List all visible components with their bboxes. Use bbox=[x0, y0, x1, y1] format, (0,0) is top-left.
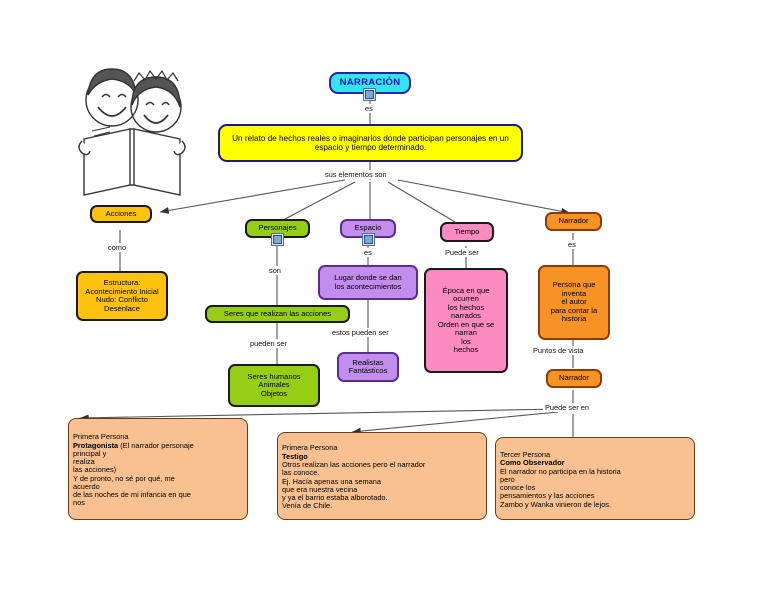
node-epoca-line-2: ocurren bbox=[453, 294, 479, 303]
testigo-line-4: las conoce. bbox=[282, 468, 320, 478]
node-estructura-line-1: Estructura: bbox=[103, 278, 141, 287]
protagonista-line-5: las acciones) bbox=[73, 465, 117, 475]
testigo-line-1: Primera Persona bbox=[282, 443, 338, 453]
node-estructura-line-2: Acontecimiento Inicial bbox=[85, 286, 159, 296]
protagonista-line-8: de las noches de mi infancia en que bbox=[73, 490, 191, 500]
node-narracion-label: NARRACIÓN bbox=[339, 76, 401, 88]
node-seres-realizan-acciones-label: Seres que realizan las acciones bbox=[223, 308, 332, 318]
node-personajes-label: Personajes bbox=[258, 223, 297, 233]
node-seres-tipos-line-1: Seres humanos bbox=[247, 371, 301, 381]
node-persona-line-5: historia bbox=[561, 314, 587, 324]
observador-line-2: Como Observador bbox=[500, 458, 565, 468]
node-estructura[interactable]: Estructura: Acontecimiento Inicial Nudo:… bbox=[76, 271, 168, 321]
observador-line-3: El narrador no participa en la historia bbox=[500, 466, 621, 476]
node-lugar[interactable]: Lugar donde se dan los acontecimientos bbox=[318, 265, 418, 300]
testigo-line-2: Testigo bbox=[282, 451, 308, 461]
node-persona-line-2: inventa bbox=[561, 288, 587, 298]
protagonista-line-6: Y de pronto, no sé por qué, me bbox=[73, 473, 175, 483]
node-seres-tipos[interactable]: Seres humanos Animales Objetos bbox=[228, 364, 320, 407]
protagonista-line-7: acuerdo bbox=[73, 481, 100, 491]
protagonista-line-4: realiza bbox=[73, 457, 95, 467]
edge-label-puntos-de-vista: Puntos de vista bbox=[531, 346, 586, 355]
protagonista-bold: Protagonista bbox=[73, 440, 119, 450]
node-persona-line-3: el autor bbox=[561, 297, 587, 307]
node-lugar-line-2: los acontecimientos bbox=[334, 281, 402, 291]
node-definicion[interactable]: Un relato de hechos reales o imaginarios… bbox=[218, 124, 523, 162]
edge-label-son: son bbox=[267, 266, 283, 275]
protagonista-line-9: nos bbox=[73, 498, 85, 508]
observador-line-4: pero bbox=[500, 474, 515, 484]
edge-label-puede-ser-en: Puede ser en bbox=[543, 403, 591, 412]
node-epoca-line-4: narrados bbox=[451, 311, 481, 320]
edge-label-estos-pueden-ser: estos pueden ser bbox=[330, 328, 391, 337]
testigo-line-7: y ya el barrio estaba alborotado. bbox=[282, 493, 388, 503]
node-seres-tipos-line-2: Animales bbox=[258, 380, 290, 390]
node-espacio-label: Espacio bbox=[354, 223, 382, 233]
edge-label-es-root: es bbox=[363, 104, 375, 113]
node-realistas-line-2: Fantásticos bbox=[348, 366, 388, 375]
node-persona-line-1: Persona que bbox=[552, 280, 596, 290]
node-epoca-line-8: hechos bbox=[453, 345, 479, 354]
testigo-line-6: que era nuestra vecina bbox=[282, 484, 358, 494]
node-epoca-line-3: los hechos bbox=[447, 302, 485, 312]
node-persona-inventa[interactable]: Persona que inventa el autor para contar… bbox=[538, 265, 610, 340]
node-estructura-line-3: Nudo: Conflicto bbox=[96, 295, 148, 304]
node-definicion-label: Un relato de hechos reales o imaginarios… bbox=[232, 133, 509, 152]
observador-line-6: pensamientos y las acciones bbox=[500, 491, 595, 501]
node-epoca-line-1: Época en que bbox=[442, 285, 490, 295]
testigo-line-3: Otros realizan las acciones pero el narr… bbox=[282, 459, 426, 469]
node-lugar-line-1: Lugar donde se dan bbox=[334, 273, 402, 282]
testigo-line-5: Ej. Hacía apenas una semana bbox=[282, 476, 382, 486]
node-seres-tipos-line-3: Objetos bbox=[260, 388, 288, 398]
edge-label-puede-ser: Puede ser bbox=[443, 248, 481, 257]
edge-label-es-espacio: es bbox=[362, 248, 374, 257]
node-realistas-fantasticos[interactable]: Realistas Fantásticos bbox=[337, 352, 399, 382]
children-reading-illustration bbox=[72, 55, 194, 197]
node-seres-realizan-acciones[interactable]: Seres que realizan las acciones bbox=[205, 305, 350, 323]
node-narrador-2-label: Narrador bbox=[559, 373, 589, 383]
protagonista-line-1: Primera Persona bbox=[73, 432, 129, 442]
node-tiempo[interactable]: Tiempo bbox=[440, 222, 494, 242]
node-persona-line-4: para contar la bbox=[550, 305, 598, 315]
node-epoca[interactable]: Época en que ocurren los hechos narrados… bbox=[424, 268, 508, 373]
node-acciones-label: Acciones bbox=[105, 208, 137, 218]
node-realistas-line-1: Realistas bbox=[352, 357, 384, 367]
node-primera-persona-protagonista[interactable]: Primera Persona Protagonista (El narrado… bbox=[68, 418, 248, 520]
image-badge-icon bbox=[362, 233, 375, 246]
node-narrador[interactable]: Narrador bbox=[545, 212, 602, 231]
node-acciones[interactable]: Acciones bbox=[90, 205, 152, 223]
node-epoca-line-6: narran bbox=[455, 328, 477, 337]
protagonista-line-2: Protagonista (El narrador personaje bbox=[73, 440, 194, 450]
image-badge-icon bbox=[271, 233, 284, 246]
image-badge-icon bbox=[363, 88, 376, 101]
testigo-line-8: Venía de Chile. bbox=[282, 501, 333, 511]
observador-line-5: conoce los bbox=[500, 483, 536, 493]
observador-line-7: Zambo y Wanka vinieron de lejos. bbox=[500, 499, 612, 509]
edge-label-pueden-ser: pueden ser bbox=[248, 339, 289, 348]
protagonista-line-3: principal y bbox=[73, 448, 107, 458]
edge-label-como: como bbox=[106, 243, 129, 252]
node-narrador-label: Narrador bbox=[558, 216, 589, 226]
node-primera-persona-testigo[interactable]: Primera Persona Testigo Otros realizan l… bbox=[277, 432, 487, 520]
node-tiempo-label: Tiempo bbox=[454, 226, 480, 236]
node-narrador-2[interactable]: Narrador bbox=[546, 369, 602, 388]
edge-label-es-narrador: es bbox=[566, 240, 578, 249]
node-estructura-line-4: Desenlace bbox=[104, 303, 140, 313]
node-epoca-line-5: Orden en que se bbox=[437, 319, 495, 329]
protagonista-line-2b: (El narrador personaje bbox=[118, 440, 194, 450]
observador-line-1: Tercer Persona bbox=[500, 450, 551, 460]
node-tercer-persona-observador[interactable]: Tercer Persona Como Observador El narrad… bbox=[495, 437, 695, 520]
edge-label-sus-elementos-son: sus elementos son bbox=[323, 170, 389, 179]
node-epoca-line-7: los bbox=[461, 336, 471, 346]
